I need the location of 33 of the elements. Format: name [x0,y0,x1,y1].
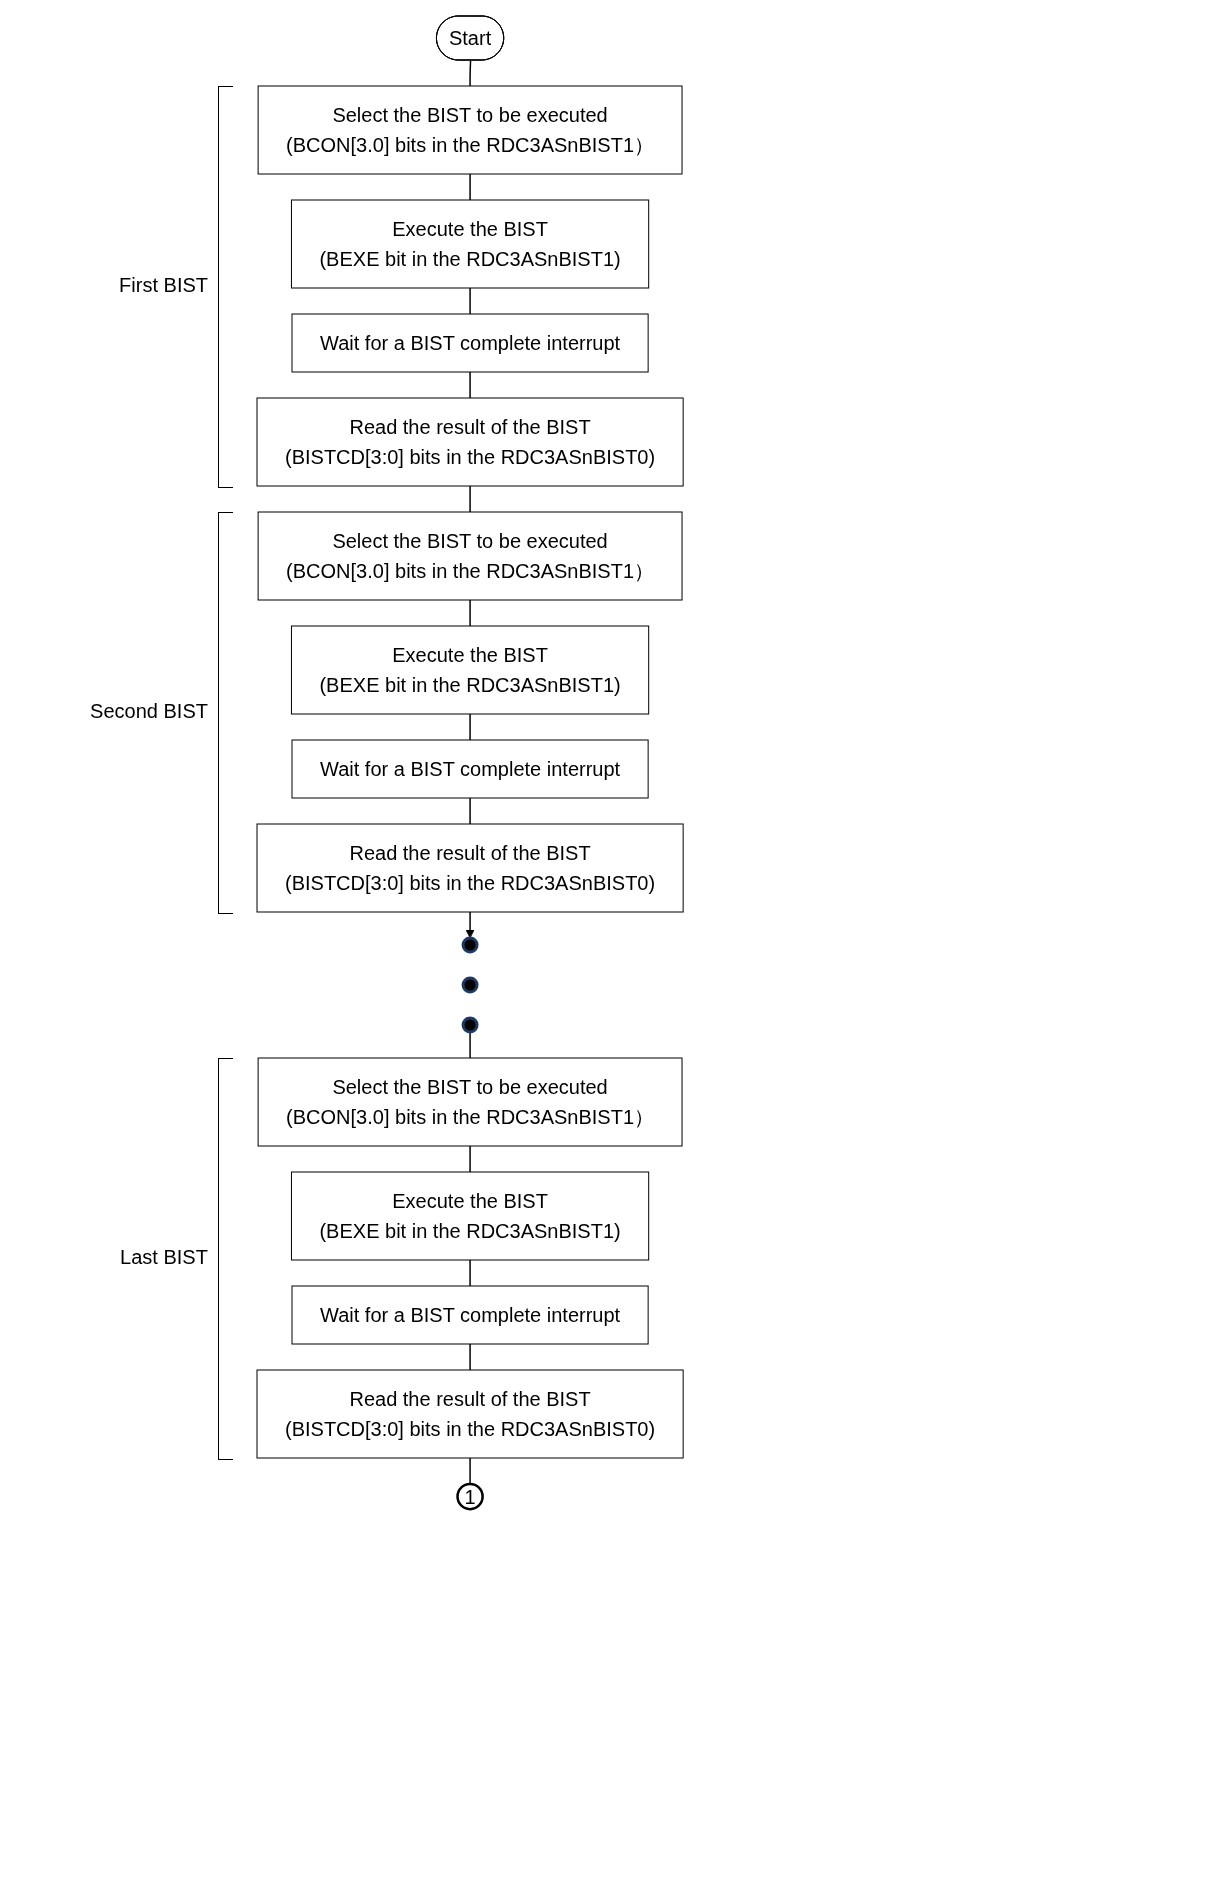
connector [469,173,471,201]
node-box: Execute the BIST (BEXE bit in the RDC3ASnBIST1) [290,199,650,289]
node-circle: 1 [456,1482,484,1511]
connector [469,713,471,741]
node-circle [461,976,479,994]
connector [469,1145,471,1173]
node-circle [461,936,479,954]
node-box: Select the BIST to be executed (BCON[3.0] bits in the RDC3ASnBIST1） [257,1057,683,1147]
connector [469,485,471,513]
arrow [465,911,475,939]
node-box: Select the BIST to be executed (BCON[3.0] bits in the RDC3ASnBIST1） [257,511,683,601]
node-box: Execute the BIST (BEXE bit in the RDC3ASnBIST1) [290,625,650,715]
connector [469,1031,471,1059]
connector [469,371,471,399]
node-box: Execute the BIST (BEXE bit in the RDC3ASnBIST1) [290,1171,650,1261]
node-box: Wait for a BIST complete interrupt [291,313,649,373]
group-label: Second BIST [90,700,208,723]
connector [469,1457,471,1485]
node-box: Read the result of the BIST (BISTCD[3:0] bits in the RDC3ASnBIST0) [256,1369,684,1459]
connector [469,59,472,87]
node-box: Wait for a BIST complete interrupt [291,1285,649,1345]
node-box: Wait for a BIST complete interrupt [291,739,649,799]
group-label: Last BIST [120,1246,208,1269]
connector [469,1343,471,1371]
node-circle [461,1016,479,1034]
connector [469,1259,471,1287]
node-box: Read the result of the BIST (BISTCD[3:0] bits in the RDC3ASnBIST0) [256,823,684,913]
node-box: Read the result of the BIST (BISTCD[3:0] bits in the RDC3ASnBIST0) [256,397,684,487]
connector [469,599,471,627]
connector [469,287,471,315]
node-box: Select the BIST to be executed (BCON[3.0] bits in the RDC3ASnBIST1） [257,85,683,175]
connector [469,797,471,825]
group-label: First BIST [119,274,208,297]
